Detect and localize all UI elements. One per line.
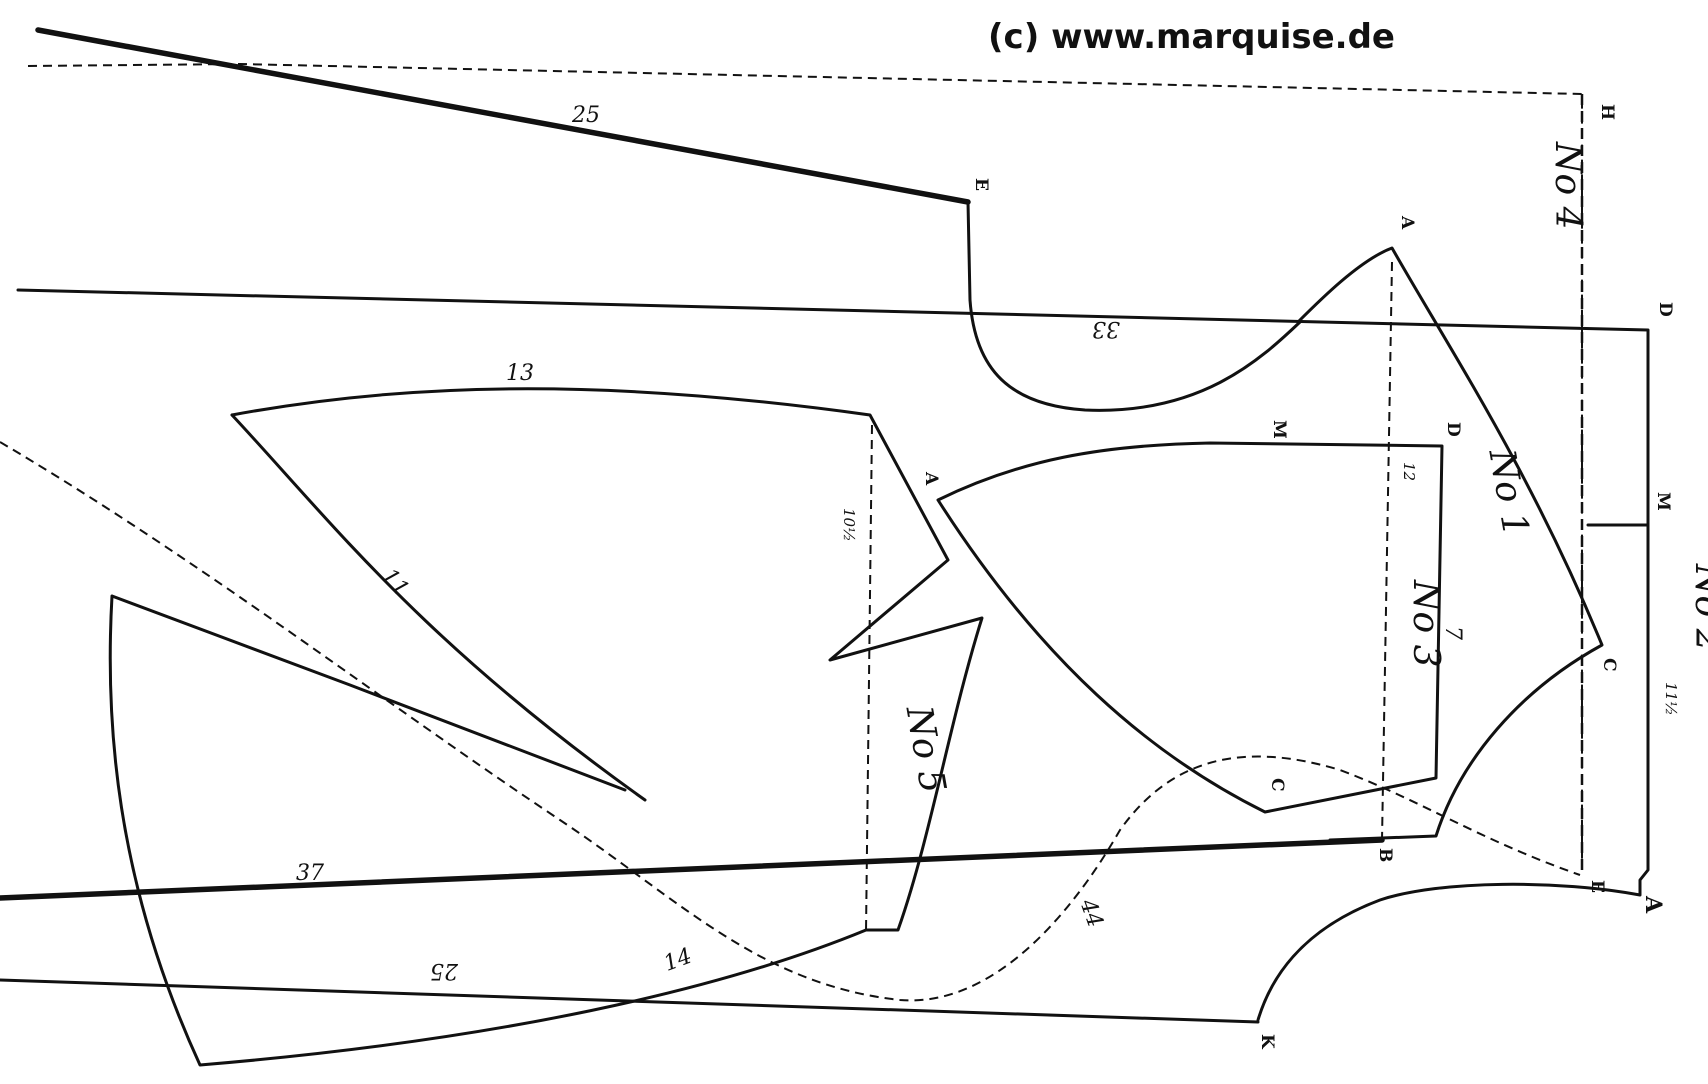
piece-label-no4: No 4	[1547, 141, 1588, 230]
measurement-11: 11	[376, 564, 413, 602]
point-K: K	[1257, 1034, 1277, 1050]
point-C-no1: C	[1599, 658, 1619, 672]
measurement-13: 13	[506, 361, 534, 386]
piece-no5-upper	[230, 387, 984, 932]
piece-no1-outline	[1296, 246, 1604, 842]
measurement-25-bottom: 25	[430, 958, 459, 983]
curve-44	[0, 441, 1581, 1002]
piece-no2-lower	[1256, 523, 1650, 1022]
measurement-25-top: 25	[571, 103, 600, 128]
piece-no4-outline	[27, 62, 1583, 870]
point-B: B	[1375, 848, 1395, 862]
piece-front-lower	[108, 594, 868, 1067]
measurement-11-5: 11½	[1662, 682, 1680, 716]
measurement-44: 44	[1074, 895, 1107, 931]
back-armhole-curve	[966, 200, 1302, 412]
line-25-top	[35, 27, 971, 205]
piece-label-no1: No 1	[1480, 445, 1536, 539]
measurement-37: 37	[296, 861, 324, 886]
point-E-top: E	[971, 178, 991, 191]
point-H: H	[1597, 104, 1617, 120]
point-E-bottom: E	[1587, 880, 1607, 893]
point-C-no3: C	[1267, 778, 1287, 792]
line-11	[230, 413, 647, 802]
measurement-33: 33	[1092, 316, 1120, 341]
measurement-10-5: 10½	[840, 508, 858, 542]
point-D-no3: D	[1443, 422, 1463, 437]
line-33	[16, 288, 1650, 527]
piece-label-no5: No 5	[897, 702, 953, 796]
piece-label-no3: No 3	[1405, 579, 1446, 668]
copyright-text: (c) www.marquise.de	[988, 17, 1395, 57]
point-A-no3: A	[921, 471, 941, 486]
point-A-bottom: A	[1640, 895, 1666, 914]
piece-no3-outline	[936, 441, 1444, 814]
measurement-7: 7	[1440, 626, 1465, 640]
line-37	[0, 837, 1385, 901]
measurement-14: 14	[661, 944, 696, 977]
point-M-right: M	[1653, 492, 1673, 511]
point-M-top: M	[1269, 420, 1289, 439]
point-A-no1: A	[1397, 215, 1417, 230]
piece-no5-centerline	[865, 424, 873, 933]
line-25-bottom	[0, 978, 1260, 1024]
point-D-right: D	[1655, 302, 1675, 317]
piece-label-no2: No 2	[1687, 563, 1708, 652]
piece-no1-centerline	[1381, 261, 1393, 841]
measurement-12: 12	[1400, 462, 1418, 481]
